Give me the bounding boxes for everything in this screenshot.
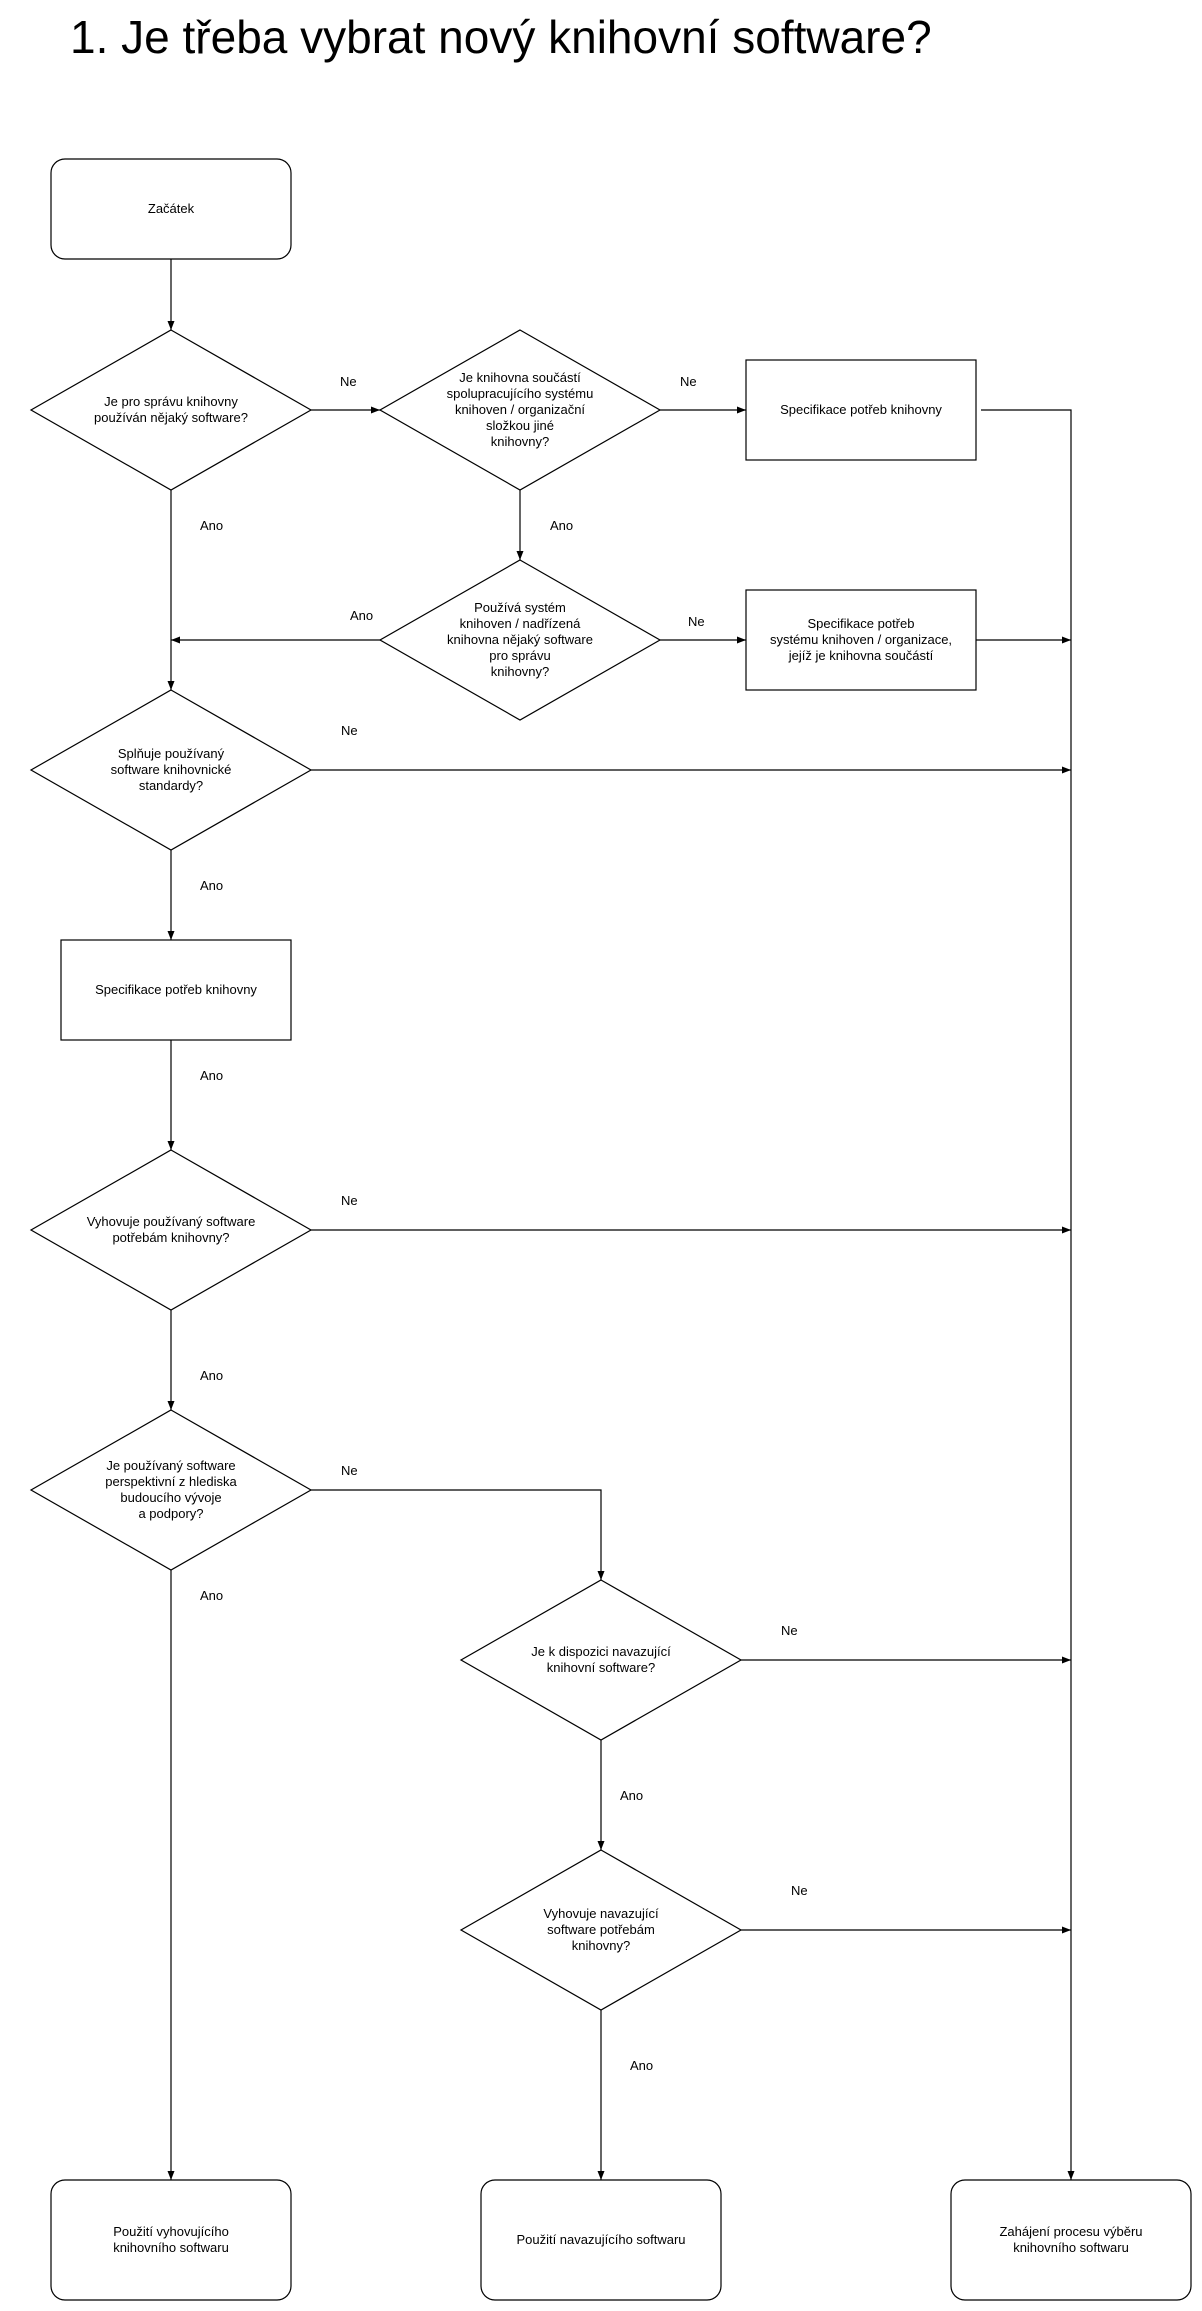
node-text-line: Začátek	[148, 201, 195, 216]
node-text-line: Splňuje používaný	[118, 746, 225, 761]
edge-label: Ne	[340, 374, 357, 389]
terminal-shape	[50, 2179, 292, 2301]
terminal-shape	[480, 2179, 722, 2301]
edge-q-perspective-to-q-successor-available	[311, 1489, 605, 1580]
node-text-line: knihovní software?	[547, 1660, 655, 1675]
edge-label: Ne	[341, 723, 358, 738]
node-text-line: knihovního softwaru	[1013, 2240, 1129, 2255]
node-text-line: Vyhovuje navazující	[543, 1906, 659, 1921]
edge-label: Ano	[350, 608, 373, 623]
node-text-line: software potřebám	[547, 1922, 655, 1937]
node-text-line: software knihovnické	[111, 762, 232, 777]
decision-shape	[29, 689, 313, 851]
node-text-line: knihovního softwaru	[113, 2240, 229, 2255]
node-text-line: jejíž je knihovna součástí	[788, 648, 934, 663]
node-start: Začátek	[50, 158, 292, 260]
process-shape	[745, 589, 977, 691]
edge-label: Ne	[680, 374, 697, 389]
decision-shape	[459, 1849, 743, 2011]
node-text-line: Specifikace potřeb	[808, 616, 915, 631]
node-text-line: složkou jiné	[486, 418, 554, 433]
node-text-line: spolupracujícího systému	[447, 386, 594, 401]
edge-label: Ano	[200, 1068, 223, 1083]
node-text-line: Použití vyhovujícího	[113, 2224, 229, 2239]
node-text-line: knihovny?	[572, 1938, 631, 1953]
edge-label: Ano	[200, 1588, 223, 1603]
node-text-line: knihovny?	[491, 434, 550, 449]
node-text-line: systému knihoven / organizace,	[770, 632, 952, 647]
node-spec-needs-top: Specifikace potřeb knihovny	[745, 359, 977, 461]
edge-label: Ne	[341, 1463, 358, 1478]
edge-label: Ne	[781, 1623, 798, 1638]
edge-label: Ano	[620, 1788, 643, 1803]
node-text-line: knihoven / nadřízená	[460, 616, 581, 631]
edge-label: Ano	[200, 878, 223, 893]
node-text-line: standardy?	[139, 778, 203, 793]
edge-label: Ne	[791, 1883, 808, 1898]
node-text-line: Použití navazujícího softwaru	[516, 2232, 685, 2247]
node-text-line: knihoven / organizační	[455, 402, 585, 417]
node-text-line: Specifikace potřeb knihovny	[780, 402, 942, 417]
node-text-line: budoucího vývoje	[120, 1490, 221, 1505]
decision-shape	[29, 1409, 313, 1571]
node-text-line: Je knihovna součástí	[459, 370, 581, 385]
node-text-line: knihovny?	[491, 664, 550, 679]
node-text-line: používán nějaký software?	[94, 410, 248, 425]
node-end-use-successor: Použití navazujícího softwaru	[480, 2179, 722, 2301]
edge-label: Ne	[341, 1193, 358, 1208]
edge-label: Ano	[200, 518, 223, 533]
node-text-line: perspektivní z hlediska	[105, 1474, 237, 1489]
edge-label: Ano	[550, 518, 573, 533]
decision-shape	[378, 559, 662, 721]
node-text-line: Je k dispozici navazující	[531, 1644, 671, 1659]
decision-shape	[29, 329, 313, 491]
edge-label: Ano	[630, 2058, 653, 2073]
page-title: 1. Je třeba vybrat nový knihovní softwar…	[70, 11, 932, 63]
node-text-line: Zahájení procesu výběru	[999, 2224, 1142, 2239]
decision-shape	[378, 329, 662, 491]
process-shape	[60, 939, 292, 1041]
decision-shape	[459, 1579, 743, 1741]
edge-label: Ano	[200, 1368, 223, 1383]
node-text-line: Specifikace potřeb knihovny	[95, 982, 257, 997]
process-shape	[745, 359, 977, 461]
node-spec-needs-mid: Specifikace potřeb knihovny	[60, 939, 292, 1041]
node-text-line: Vyhovuje používaný software	[87, 1214, 256, 1229]
node-text-line: Je používaný software	[106, 1458, 235, 1473]
node-text-line: Je pro správu knihovny	[104, 394, 238, 409]
node-text-line: pro správu	[489, 648, 550, 663]
edge-spec-needs-top-to-end-start-selection	[981, 409, 1075, 2180]
node-text-line: Používá systém	[474, 600, 566, 615]
node-text-line: knihovna nějaký software	[447, 632, 593, 647]
terminal-shape	[50, 158, 292, 260]
decision-shape	[29, 1149, 313, 1311]
node-text-line: a podpory?	[138, 1506, 203, 1521]
node-text-line: potřebám knihovny?	[112, 1230, 229, 1245]
edge-label: Ne	[688, 614, 705, 629]
terminal-shape	[950, 2179, 1192, 2301]
